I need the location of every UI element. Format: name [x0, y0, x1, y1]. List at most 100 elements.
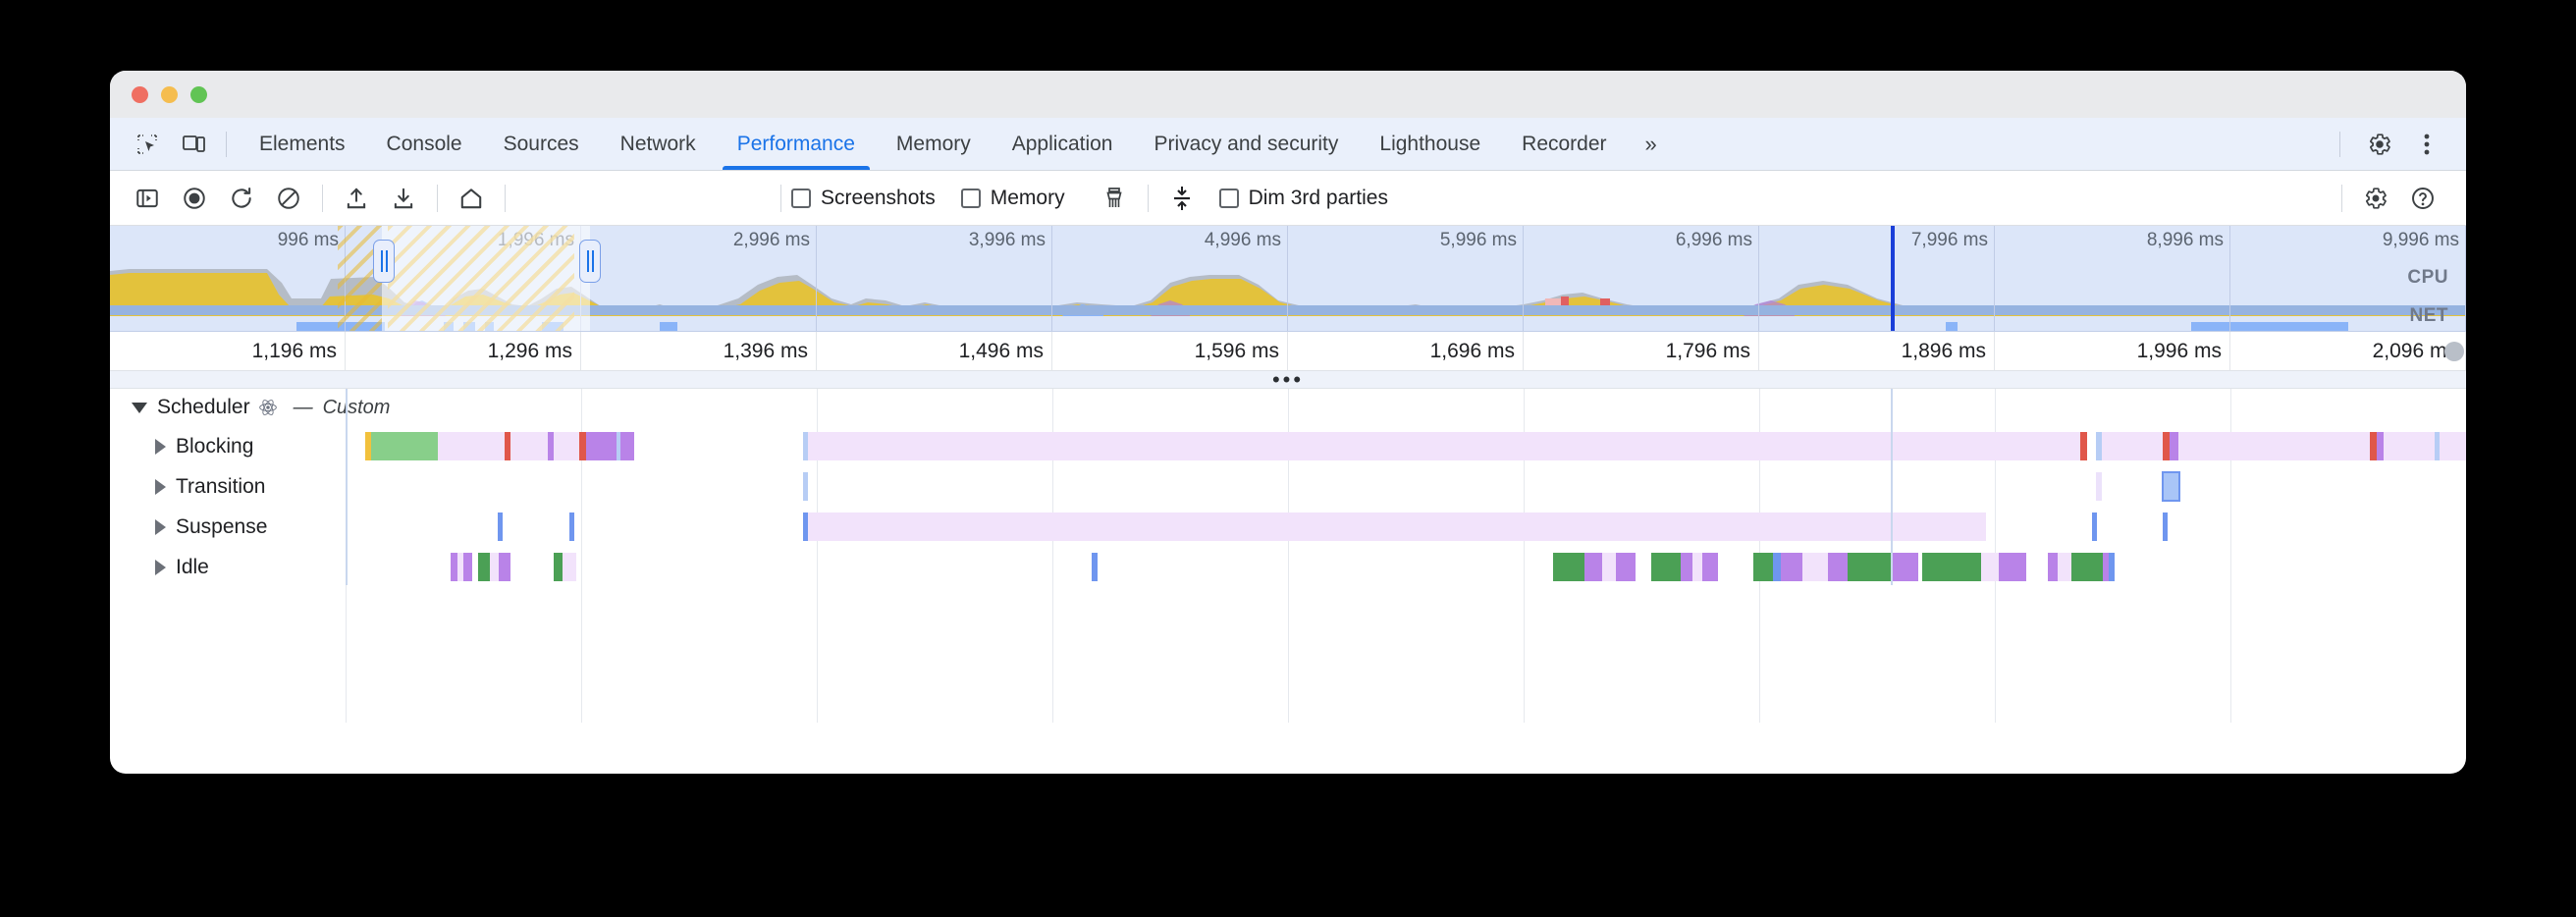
toolbar-divider-3 [505, 184, 506, 212]
overview-playhead[interactable] [1891, 226, 1895, 331]
track-label-transition: Transition [176, 474, 266, 498]
help-icon[interactable] [2399, 181, 2446, 216]
track-label-blocking-wrap[interactable]: Blocking [110, 435, 346, 458]
record-icon[interactable] [171, 181, 218, 216]
capture-settings-gear-icon[interactable] [2352, 181, 2399, 216]
tab-application[interactable]: Application [1011, 132, 1113, 155]
toggle-sidebar-icon[interactable] [124, 181, 171, 216]
tab-lighthouse[interactable]: Lighthouse [1379, 132, 1481, 155]
detail-tick-0: 1,196 ms [251, 340, 337, 362]
tab-console[interactable]: Console [386, 132, 462, 155]
clear-icon[interactable] [265, 181, 312, 216]
tab-performance[interactable]: Performance [717, 118, 876, 170]
more-options-icon[interactable] [2407, 130, 2446, 159]
track-row-transition[interactable]: Transition [110, 466, 2466, 507]
track-canvas-idle[interactable] [346, 547, 2466, 587]
tab-network[interactable]: Network [619, 132, 696, 155]
tabstrip-right-actions [2328, 130, 2466, 159]
detail-tick-6: 1,796 ms [1665, 340, 1750, 362]
download-profile-icon[interactable] [380, 181, 427, 216]
more-tabs-icon[interactable]: » [1644, 131, 1657, 156]
settings-gear-icon[interactable] [2360, 130, 2399, 159]
overview-tick-0: 996 ms [277, 230, 339, 250]
overview-right-handle[interactable] [579, 240, 601, 283]
track-row-idle[interactable]: Idle [110, 547, 2466, 587]
home-icon[interactable] [448, 181, 495, 216]
minimize-window-button[interactable] [161, 86, 178, 103]
reload-and-record-icon[interactable] [218, 181, 265, 216]
track-expand-triangle-icon[interactable] [155, 438, 166, 455]
toolbar-divider-4 [780, 184, 781, 212]
blocking-events [365, 432, 2466, 460]
overview-tick-3: 3,996 ms [968, 230, 1046, 250]
upload-profile-icon[interactable] [333, 181, 380, 216]
title-bar [110, 71, 2466, 118]
track-row-suspense[interactable]: Suspense [110, 507, 2466, 547]
tab-list: Elements Console Sources Network Perform… [239, 118, 1672, 170]
tab-recorder[interactable]: Recorder [1522, 132, 1607, 155]
track-group-header[interactable]: Scheduler — Custom [110, 389, 2466, 426]
tab-memory[interactable]: Memory [895, 132, 971, 155]
overview-tick-6: 6,996 ms [1675, 230, 1752, 250]
dim-3rd-parties-label: Dim 3rd parties [1248, 186, 1388, 209]
devtools-tabstrip: Elements Console Sources Network Perform… [110, 118, 2466, 171]
tabstrip-right-divider [2339, 131, 2340, 157]
memory-checkbox[interactable]: Memory [960, 187, 1065, 210]
timeline-resize-knob[interactable] [2444, 342, 2464, 361]
flame-chart[interactable]: Scheduler — Custom Blocking [110, 389, 2466, 723]
tab-privacy-and-security[interactable]: Privacy and security [1154, 132, 1339, 155]
memory-checkbox-box[interactable] [960, 188, 981, 208]
track-canvas-blocking[interactable] [346, 426, 2466, 466]
toolbar-divider-6 [2341, 184, 2342, 212]
screenshots-checkbox-box[interactable] [791, 188, 811, 208]
overview-tick-5: 5,996 ms [1439, 230, 1517, 250]
track-row-blocking[interactable]: Blocking [110, 426, 2466, 466]
device-toolbar-icon[interactable] [175, 130, 214, 159]
tabstrip-divider [226, 131, 227, 157]
detail-tick-1: 1,296 ms [487, 340, 572, 362]
transition-events [803, 471, 2180, 502]
react-atom-icon [258, 398, 278, 417]
detail-tick-2: 1,396 ms [723, 340, 808, 362]
inspect-element-icon[interactable] [128, 130, 167, 159]
detail-tick-5: 1,696 ms [1429, 340, 1515, 362]
track-group-scheduler: Scheduler — Custom Blocking [110, 389, 2466, 587]
timeline-overview[interactable]: 996 ms 1,996 ms 2,996 ms 3,996 ms 4,996 … [110, 226, 2466, 332]
dim-3rd-parties-checkbox-box[interactable] [1218, 188, 1239, 208]
track-group-title: Scheduler [157, 396, 250, 418]
detail-tick-7: 1,896 ms [1901, 340, 1986, 362]
track-label-suspense-wrap[interactable]: Suspense [110, 515, 346, 539]
flame-cursor-line-a [346, 389, 348, 585]
tab-elements[interactable]: Elements [259, 132, 346, 155]
net-label: NET [2409, 305, 2448, 326]
overview-selection-window[interactable] [382, 226, 590, 331]
pane-resize-handle[interactable]: ••• [110, 368, 2466, 390]
close-window-button[interactable] [132, 86, 148, 103]
group-expand-triangle-icon[interactable] [132, 402, 147, 413]
track-canvas-suspense[interactable] [346, 507, 2466, 547]
detail-tick-8: 1,996 ms [2136, 340, 2222, 362]
collapse-tracks-icon[interactable] [1158, 181, 1206, 216]
track-expand-triangle-icon[interactable] [155, 478, 166, 495]
cpu-label: CPU [2407, 267, 2448, 288]
track-label-transition-wrap[interactable]: Transition [110, 475, 346, 499]
dim-3rd-parties-checkbox[interactable]: Dim 3rd parties [1218, 186, 1388, 210]
overview-tick-2: 2,996 ms [732, 230, 810, 250]
track-label-idle-wrap[interactable]: Idle [110, 556, 346, 579]
screenshots-label: Screenshots [821, 186, 936, 209]
overview-left-handle[interactable] [373, 240, 395, 283]
detail-tick-9: 2,096 ms [2372, 340, 2457, 362]
maximize-window-button[interactable] [190, 86, 207, 103]
track-expand-triangle-icon[interactable] [155, 559, 166, 575]
track-expand-triangle-icon[interactable] [155, 518, 166, 535]
track-group-subtitle: Custom [322, 396, 391, 418]
tab-sources[interactable]: Sources [503, 132, 579, 155]
track-canvas-transition[interactable] [346, 466, 2466, 507]
collect-garbage-icon[interactable] [1091, 181, 1138, 216]
idle-events [451, 553, 2115, 581]
suspense-events [498, 512, 2168, 541]
screenshots-checkbox[interactable]: Screenshots [791, 187, 936, 210]
detail-timeline-ruler[interactable]: 1,196 ms 1,296 ms 1,396 ms 1,496 ms 1,59… [110, 332, 2466, 371]
track-label-suspense: Suspense [176, 514, 268, 538]
overview-tick-4: 4,996 ms [1204, 230, 1281, 250]
